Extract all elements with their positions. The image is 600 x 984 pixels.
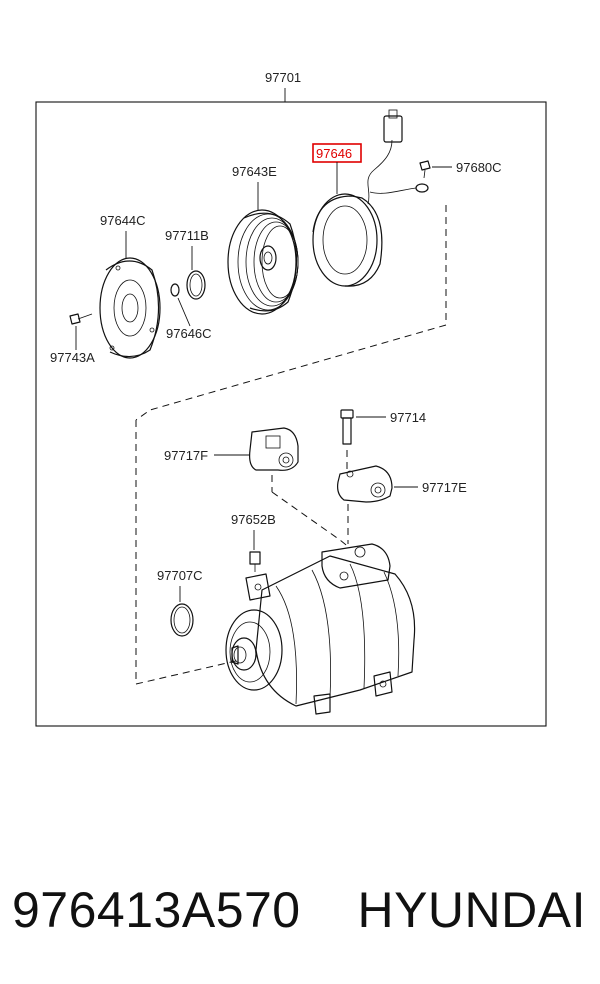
callout-97701[interactable]: 97701 [265,70,301,85]
part-number: 976413A570 [12,882,301,938]
leader-97646C [177,297,191,327]
callout-97652B[interactable]: 97652B [231,512,276,527]
shim-part[interactable] [170,283,180,297]
guide-97717F-to-port [271,491,351,549]
field-coil-part[interactable] [312,109,429,287]
footer: 976413A570 HYUNDAI [0,870,600,950]
clutch-hub-part[interactable] [99,257,161,359]
callout-97743A[interactable]: 97743A [50,350,95,365]
diagram-frame [35,101,547,727]
brand-name: HYUNDAI [357,882,586,938]
valve-97717E-part[interactable] [337,465,393,503]
valve-97717F-part[interactable] [249,427,299,471]
callout-97643E[interactable]: 97643E [232,164,277,179]
screw-97680C-part[interactable] [419,160,431,179]
callout-97646[interactable]: 97646 [316,146,352,161]
parts-diagram: 97701 97646 97680C 97643E [35,70,547,727]
callout-97707C[interactable]: 97707C [157,568,203,583]
callout-97717F[interactable]: 97717F [164,448,208,463]
pulley-part[interactable] [227,209,299,315]
compressor-body-part[interactable] [225,543,416,715]
snap-ring-part[interactable] [186,270,206,300]
callout-97711B[interactable]: 97711B [165,228,209,243]
compressor-group-boundary [135,420,241,685]
callout-97680C[interactable]: 97680C [456,160,502,175]
o-ring-part[interactable] [170,603,194,637]
callout-97644C[interactable]: 97644C [100,213,146,228]
bolt-97714-part[interactable] [340,409,354,445]
fitting-97652B-part[interactable] [249,551,261,572]
bolt-97743A-part[interactable] [69,313,93,325]
callout-97646C[interactable]: 97646C [166,326,212,341]
callout-97714[interactable]: 97714 [390,410,426,425]
callout-97717E[interactable]: 97717E [422,480,467,495]
clutch-group-boundary [135,205,447,421]
